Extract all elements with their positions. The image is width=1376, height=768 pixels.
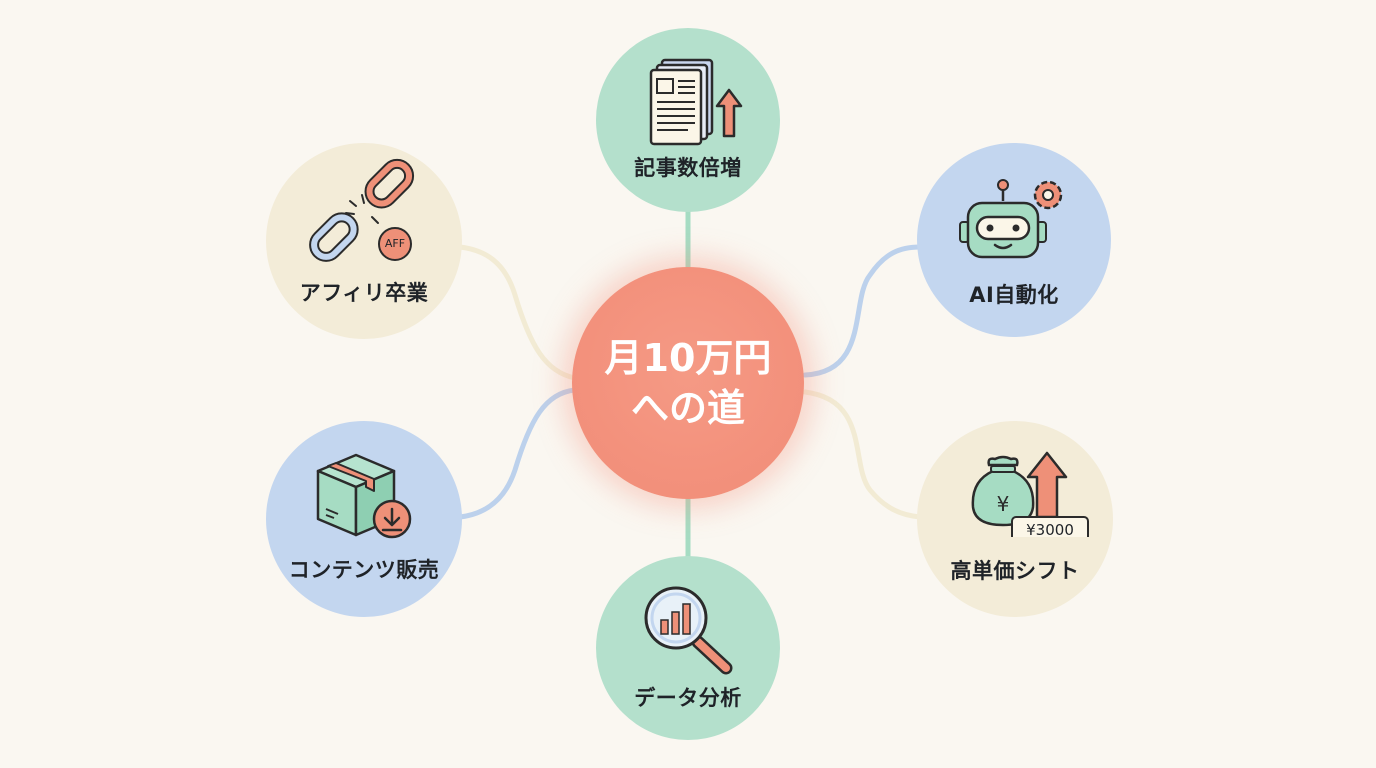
node-data: データ分析 — [596, 556, 780, 740]
node-articles: 記事数倍増 — [596, 28, 780, 212]
center-title-line2: への道 — [630, 386, 745, 430]
money-bag-arrow-up-icon: ¥ — [971, 451, 1089, 537]
yen-mark: ¥ — [997, 492, 1010, 516]
node-articles-label: 記事数倍増 — [634, 156, 742, 180]
connector-ai — [802, 244, 923, 378]
node-content: コンテンツ販売 — [266, 421, 462, 617]
node-highprice: ¥ ¥3000 高単価シフト — [917, 421, 1113, 617]
node-ai: AI自動化 — [917, 143, 1111, 337]
node-data-label: データ分析 — [634, 686, 742, 710]
package-download-icon — [316, 453, 412, 539]
center-node: 月10万円 への道 — [572, 267, 804, 499]
connector-highprice — [802, 389, 923, 520]
magnifier-bar-chart-icon — [644, 586, 733, 675]
node-highprice-label: 高単価シフト — [950, 559, 1080, 583]
broken-chain-icon — [309, 158, 415, 262]
node-data-bg — [596, 556, 780, 740]
connector-affiliate — [457, 244, 578, 381]
robot-gear-icon — [959, 179, 1063, 259]
node-affiliate-label: アフィリ卒業 — [299, 281, 429, 305]
price-badge: ¥3000 — [1026, 521, 1074, 539]
connector-content — [457, 387, 578, 520]
node-content-label: コンテンツ販売 — [288, 558, 440, 582]
center-title-line1: 月10万円 — [604, 336, 772, 380]
node-affiliate: AFF アフィリ卒業 — [266, 143, 462, 339]
aff-badge: AFF — [384, 237, 406, 250]
node-affiliate-bg — [266, 143, 462, 339]
document-stack-arrow-up-icon — [649, 58, 743, 146]
node-ai-label: AI自動化 — [969, 283, 1059, 307]
